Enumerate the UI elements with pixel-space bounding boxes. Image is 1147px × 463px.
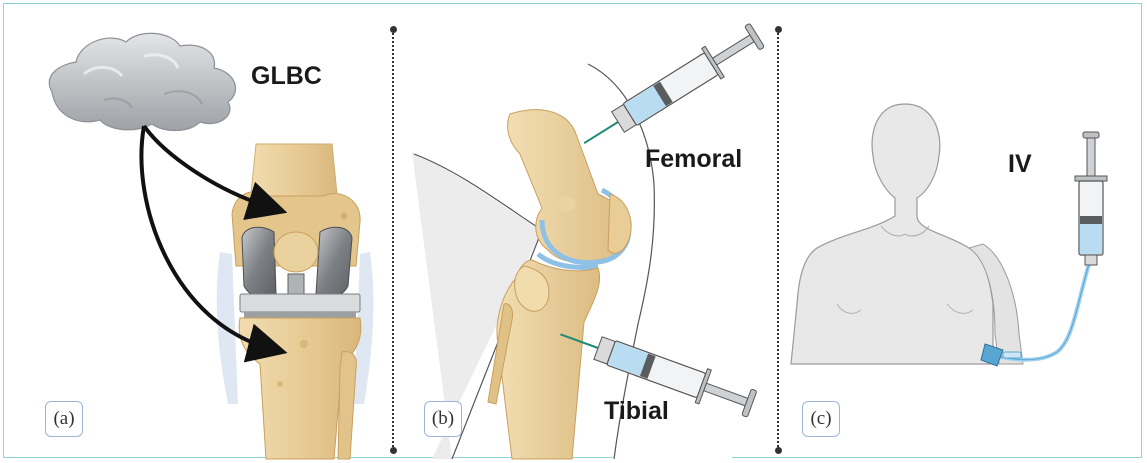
tibial-label: Tibial: [604, 397, 669, 426]
panel-b-illustration: [392, 4, 777, 459]
figure-frame: GLBC (a): [3, 3, 1142, 458]
panel-a: GLBC (a): [4, 4, 392, 459]
glbc-aggregate-icon: [49, 33, 235, 130]
panel-c: IV (c): [777, 4, 1143, 459]
panel-a-tag: (a): [45, 401, 83, 437]
panel-a-illustration: [4, 4, 392, 459]
panel-c-tag: (c): [802, 401, 840, 437]
iv-syringe-icon: [1075, 132, 1107, 265]
panel-c-illustration: [777, 4, 1143, 459]
human-silhouette-icon: [791, 104, 1023, 364]
panel-b: Femoral Tibial (b): [392, 4, 777, 459]
iv-label: IV: [1008, 150, 1032, 179]
knee-implant-icon: [217, 144, 374, 459]
glbc-label: GLBC: [251, 62, 322, 91]
femoral-label: Femoral: [645, 145, 742, 174]
panel-b-tag: (b): [424, 401, 462, 437]
